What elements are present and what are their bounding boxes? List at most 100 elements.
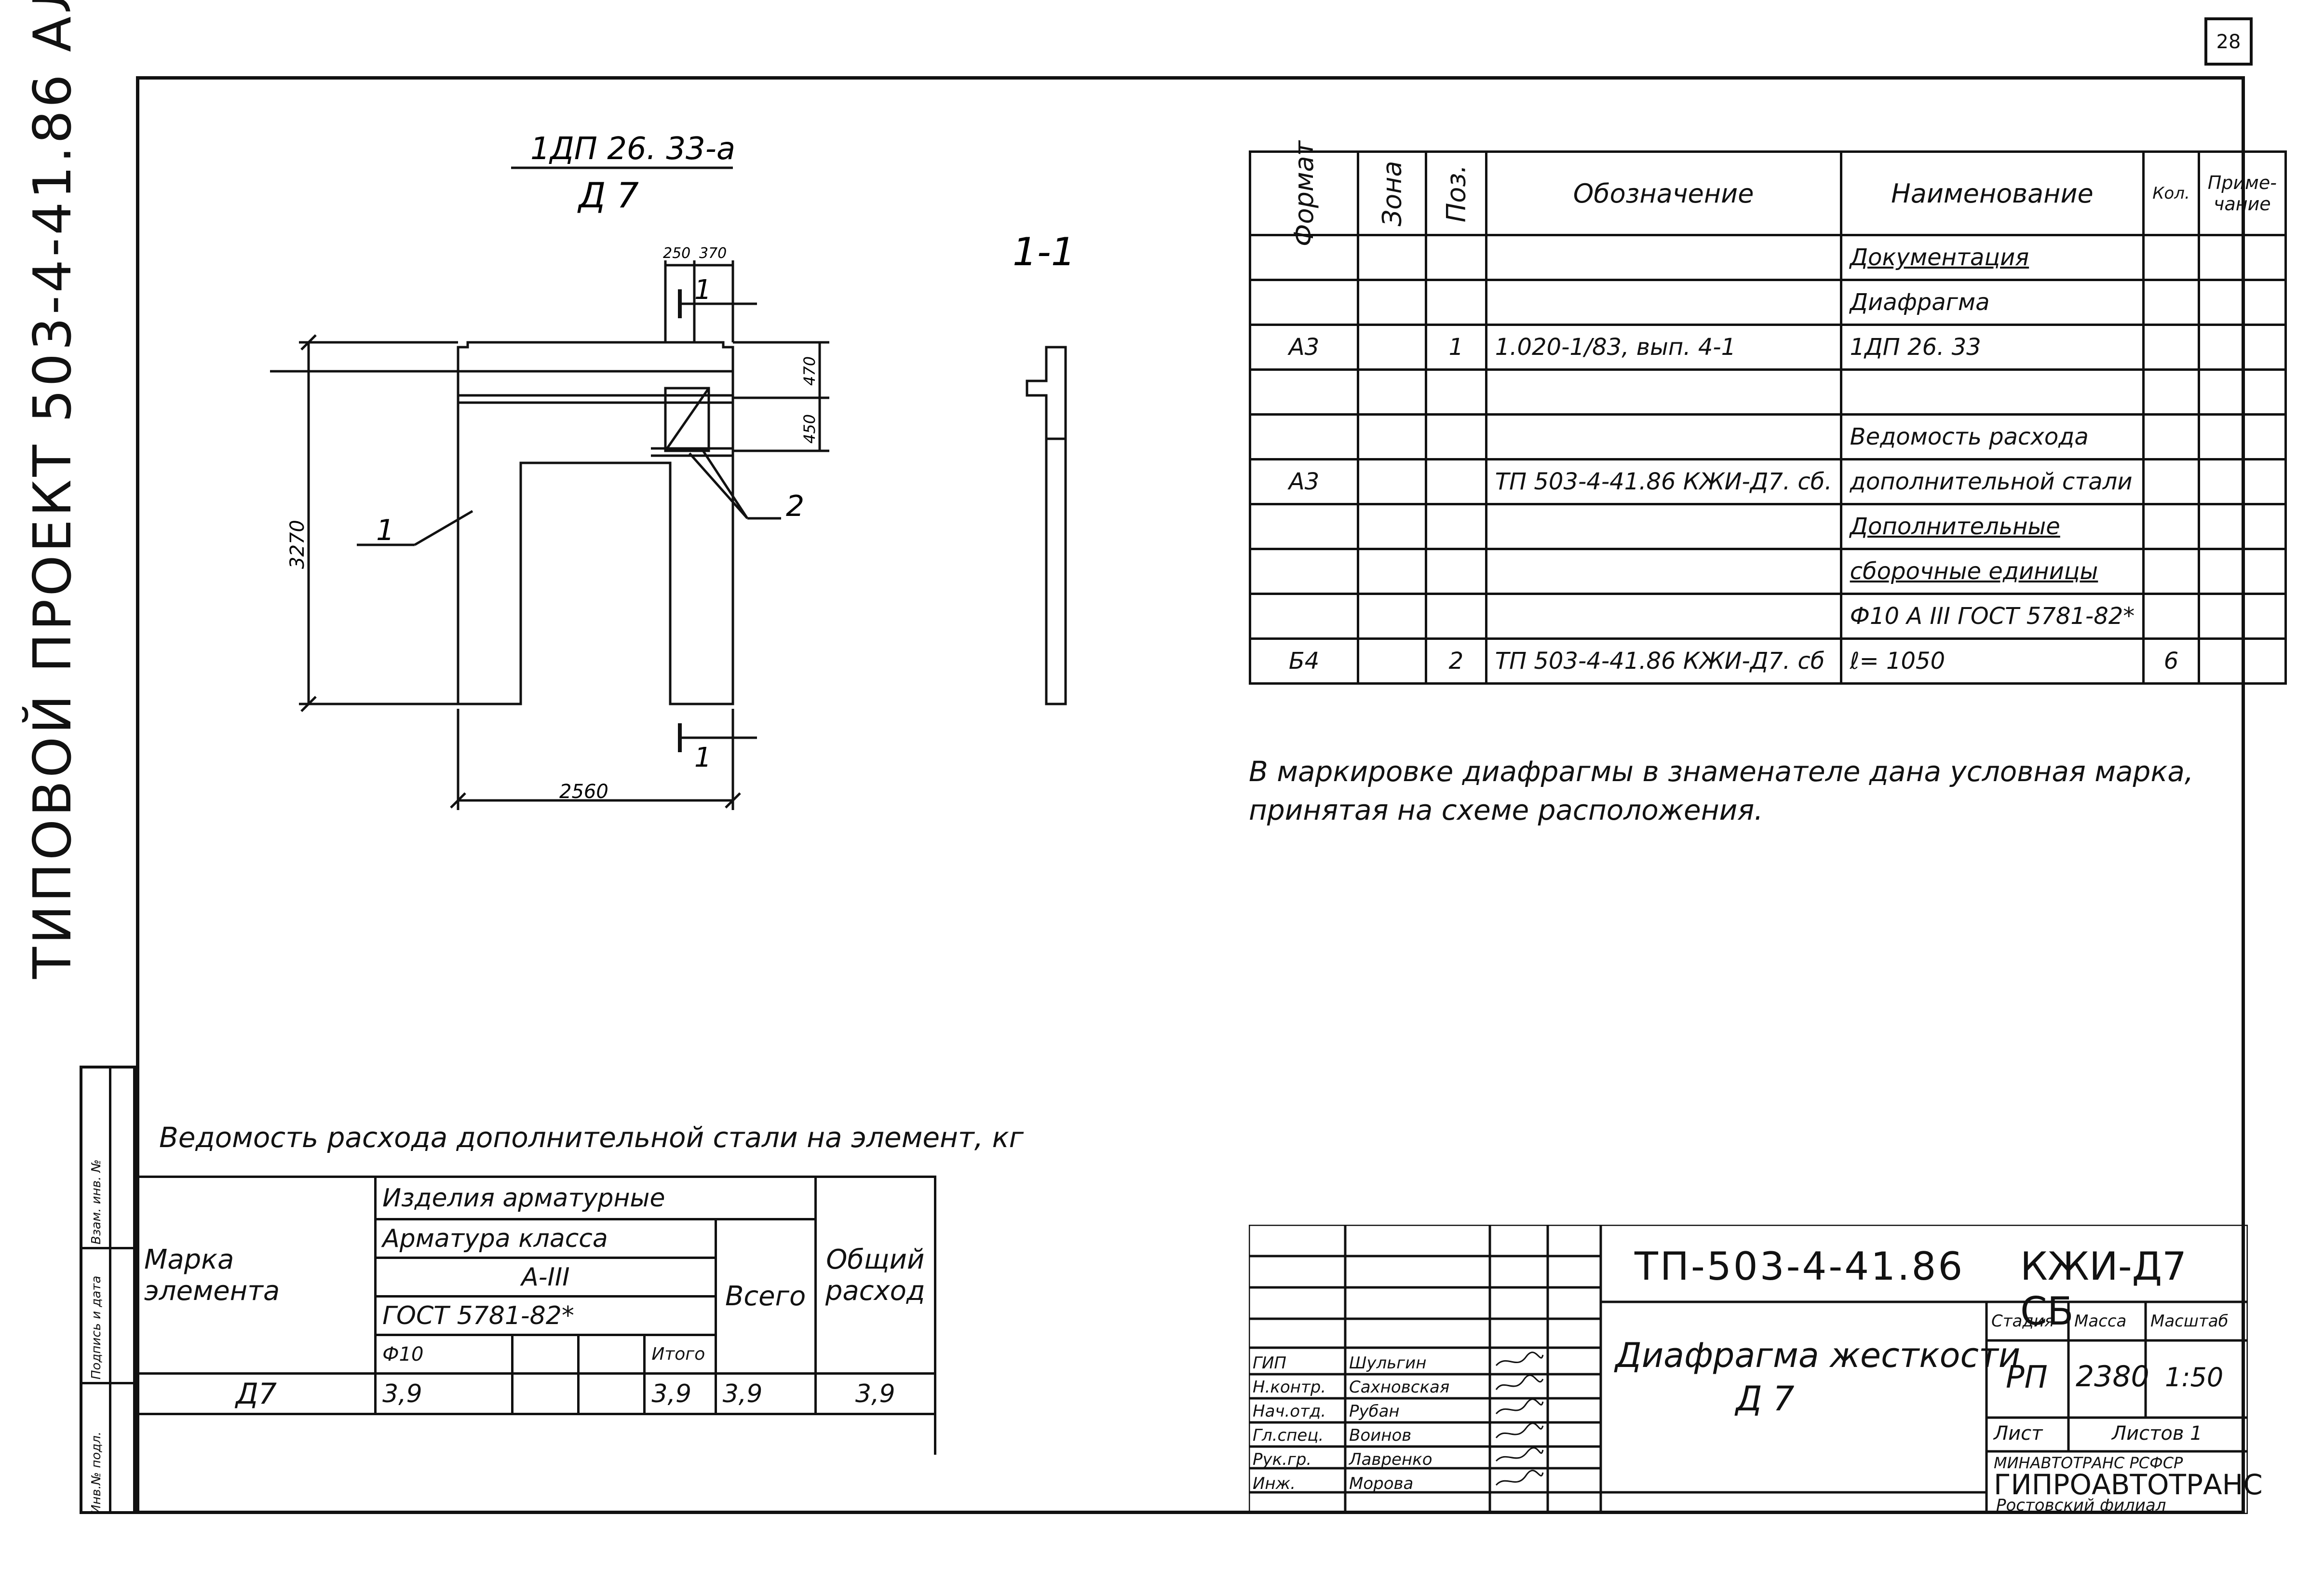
signatures <box>1495 1352 1544 1486</box>
spec-cell: Ф10 А III ГОСТ 5781-82* <box>1839 593 2145 640</box>
ministry: МИНАВТОТРАНС РСФСР <box>1994 1454 2183 1472</box>
spec-cell <box>2197 279 2287 326</box>
scale-value: 1:50 <box>2165 1362 2224 1393</box>
spec-cell <box>1357 368 1428 416</box>
spec-row: Диафрагма <box>1248 279 2287 326</box>
spec-cell: А3 <box>1248 458 1360 505</box>
dim-width: 2560 <box>559 781 608 803</box>
drawing-note: В маркировке диафрагмы в знаменателе дан… <box>1249 755 2194 826</box>
spec-row: сборочные единицы <box>1248 548 2287 595</box>
spec-cell: 1ДП 26. 33 <box>1839 324 2145 371</box>
spec-cell <box>2142 593 2200 640</box>
role-glspec: Гл.спец. <box>1253 1426 1324 1445</box>
spec-cell <box>1485 234 1842 281</box>
spec-cell: Диафрагма <box>1839 279 2145 326</box>
mark-bottom: Д 7 <box>577 175 639 216</box>
spec-cell <box>1425 548 1487 595</box>
spec-cell <box>1248 234 1360 281</box>
spec-header-qty: Кол. <box>2142 150 2200 236</box>
steel-h-gost: ГОСТ 5781-82* <box>374 1295 717 1336</box>
spec-row: Дополнительные <box>1248 503 2287 550</box>
dim-right-1: 470 <box>800 356 819 386</box>
spec-cell <box>1425 413 1487 460</box>
name-rukgr: Лавренко <box>1349 1450 1432 1469</box>
spec-header-designation: Обозначение <box>1485 150 1842 236</box>
spec-cell: 2 <box>1425 637 1487 685</box>
dim-top-1: 250 <box>663 245 690 262</box>
spec-header-row: Формат Зона Поз. Обозначение Наименовани… <box>1248 140 2287 246</box>
page-number: 28 <box>2204 17 2253 66</box>
specification-table: Формат Зона Поз. Обозначение Наименовани… <box>1248 140 2287 685</box>
spec-cell <box>2142 279 2200 326</box>
spec-cell <box>2142 234 2200 281</box>
steel-h-overall: Общий расход <box>814 1176 937 1375</box>
diaphragm-drawing: 1ДП 26. 33-а Д 7 1-1 2560 3270 250 370 4… <box>270 131 1076 810</box>
spec-cell <box>1248 368 1360 416</box>
organization: ГИПРОАВТОТРАНС <box>1994 1468 2263 1501</box>
cut-mark-bottom: 1 <box>694 742 712 773</box>
spec-cell <box>1248 548 1360 595</box>
project-code: ТП-503-4-41.86 <box>1635 1244 1965 1289</box>
spec-header-format: Формат <box>1248 140 1360 246</box>
drawing-frame <box>136 76 2245 1514</box>
strip-sign-label: Подпись и дата <box>89 1275 104 1380</box>
sheets-label: Листов 1 <box>2112 1422 2202 1445</box>
spec-cell <box>1248 279 1360 326</box>
role-nachotd: Нач.отд. <box>1253 1402 1326 1421</box>
spec-header-zone: Зона <box>1357 150 1428 236</box>
spec-cell <box>1357 458 1428 505</box>
spec-row: Ф10 А III ГОСТ 5781-82* <box>1248 593 2287 640</box>
spec-cell <box>1248 413 1360 460</box>
spec-cell <box>1425 368 1487 416</box>
stage-value: РП <box>2006 1360 2048 1395</box>
strip-replace-label: Взам. инв. № <box>89 1159 104 1244</box>
names-column: Шульгин Сахновская Рубан Воинов Лавренко… <box>1349 1351 1449 1496</box>
sheet-code: КЖИ-Д7 СБ <box>2020 1244 2187 1334</box>
steel-h-grade: А-III <box>374 1257 717 1298</box>
title-block-grid <box>1249 1225 2248 1514</box>
steel-table-title: Ведомость расхода дополнительной стали н… <box>159 1121 1024 1154</box>
doc-title: Диафрагма жесткости <box>1615 1336 2021 1375</box>
title-block: ТП-503-4-41.86 КЖИ-Д7 СБ Диафрагма жестк… <box>1249 1225 2263 1515</box>
spec-cell <box>1485 279 1842 326</box>
spec-cell <box>1839 368 2145 416</box>
spec-cell <box>1357 413 1428 460</box>
spec-header-pos: Поз. <box>1425 150 1487 236</box>
spec-cell: 1.020-1/83, вып. 4-1 <box>1485 324 1842 371</box>
spec-row <box>1248 368 2287 416</box>
spec-cell <box>1485 593 1842 640</box>
spec-cell <box>2142 368 2200 416</box>
steel-row-overall: 3,9 <box>814 1372 937 1415</box>
spec-cell <box>2197 548 2287 595</box>
role-gip: ГИП <box>1253 1353 1286 1373</box>
spec-cell: ТП 503-4-41.86 КЖИ-Д7. сб. <box>1485 458 1842 505</box>
spec-cell: сборочные единицы <box>1839 548 2145 595</box>
spec-cell <box>1425 279 1487 326</box>
spec-cell <box>2142 503 2200 550</box>
steel-row-d10: 3,9 <box>374 1372 514 1415</box>
spec-cell: дополнительной стали <box>1839 458 2145 505</box>
steel-table: Марка элемента Изделия арматурные Общий … <box>135 1176 937 1455</box>
spec-cell <box>2197 234 2287 281</box>
steel-row-mark: Д7 <box>135 1372 377 1415</box>
spec-cell <box>1357 279 1428 326</box>
spec-cell <box>2197 458 2287 505</box>
mass-value: 2380 <box>2076 1360 2149 1393</box>
spec-cell <box>2197 503 2287 550</box>
roles-column: ГИП Н.контр. Нач.отд. Гл.спец. Рук.гр. И… <box>1253 1351 1326 1496</box>
steel-h-products: Изделия арматурные <box>374 1176 817 1220</box>
spec-cell: Б4 <box>1248 637 1360 685</box>
spec-cell <box>1425 458 1487 505</box>
spec-cell: ТП 503-4-41.86 КЖИ-Д7. сб <box>1485 637 1842 685</box>
spec-cell <box>2197 368 2287 416</box>
spec-cell <box>2142 413 2200 460</box>
spec-cell <box>1425 503 1487 550</box>
spec-cell <box>1357 548 1428 595</box>
dim-top-2: 370 <box>699 245 727 262</box>
strip-inv-label: Инв.№ подл. <box>89 1431 104 1514</box>
spec-cell <box>2197 413 2287 460</box>
callout-1: 1 <box>376 514 394 547</box>
steel-row: Д7 3,9 3,9 3,9 3,9 <box>135 1372 937 1415</box>
branch: Ростовский филиал <box>1996 1496 2166 1515</box>
